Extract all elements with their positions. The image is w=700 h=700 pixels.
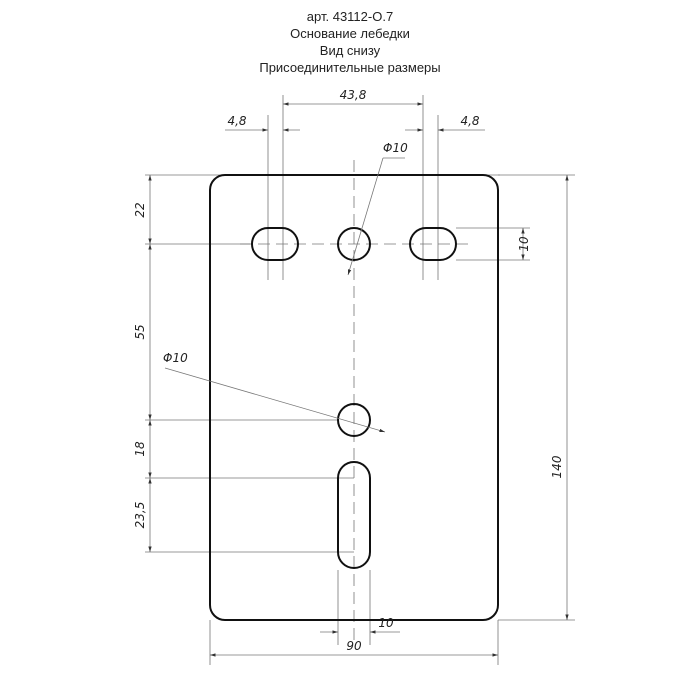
- dim-hole-to-slot: 18: [133, 441, 147, 457]
- dim-slot-left: 4,8: [227, 114, 246, 128]
- drawing-subtitle: Присоединительные размеры: [259, 60, 441, 75]
- hole-top: [337, 227, 371, 261]
- dim-hole-top-diameter: Φ10: [383, 141, 408, 155]
- center-lines: [240, 160, 470, 645]
- dim-overall-width: 90: [346, 639, 362, 653]
- part-name: Основание лебедки: [290, 26, 410, 41]
- slot-vertical: [337, 461, 371, 569]
- dim-top-offset: 22: [133, 202, 147, 217]
- dim-slot-right: 4,8: [460, 114, 479, 128]
- view-name: Вид снизу: [319, 43, 381, 58]
- dim-hole-spacing: 55: [133, 324, 147, 339]
- dim-slot-width-bottom: 10: [378, 616, 394, 630]
- dim-slot-vertical: 23,5: [133, 502, 147, 529]
- dim-hole-mid-diameter: Φ10: [163, 351, 188, 365]
- plate-outline: [209, 174, 499, 621]
- article-number: арт. 43112-О.7: [306, 9, 394, 24]
- dim-slot-spacing: 43,8: [340, 88, 367, 102]
- hole-middle: [337, 403, 371, 437]
- dimension-lines: [148, 102, 569, 657]
- drawing-title: арт. 43112-О.7 Основание лебедки Вид сни…: [0, 8, 700, 76]
- dim-slot-width-right: 10: [517, 236, 531, 252]
- slot-right: [409, 227, 457, 261]
- dim-overall-height: 140: [550, 455, 564, 478]
- slot-left: [251, 227, 299, 261]
